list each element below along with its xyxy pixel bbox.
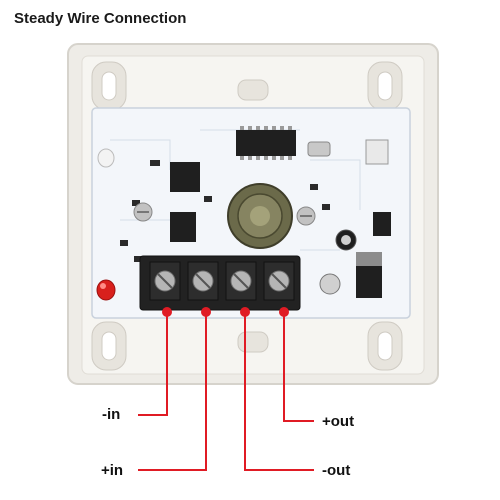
mounting-slot-top-right — [367, 61, 403, 111]
mounting-slot-bottom-left — [91, 321, 127, 371]
mounting-slot-bottom-right — [367, 321, 403, 371]
inductor — [319, 273, 341, 295]
regulator-chip — [356, 266, 382, 298]
wire-pos-out — [283, 312, 314, 422]
mosfet-chip-2 — [170, 212, 196, 242]
page-title: Steady Wire Connection — [14, 10, 187, 27]
label-pos-out: +out — [322, 413, 355, 430]
ic-chip-main — [236, 130, 296, 156]
mounting-tab-bottom — [237, 331, 269, 353]
label-neg-in: -in — [102, 406, 121, 423]
status-led-clear — [97, 148, 115, 168]
terminal-screws — [149, 261, 295, 301]
mounting-tab-top — [237, 79, 269, 101]
ir-receiver — [373, 212, 391, 236]
label-pos-in: +in — [101, 462, 124, 479]
wire-neg-in — [138, 312, 168, 416]
label-neg-out: -out — [322, 462, 351, 479]
mosfet-chip-1 — [170, 162, 200, 192]
mounting-slot-top-left — [91, 61, 127, 111]
crystal-oscillator — [307, 141, 331, 157]
wire-pos-in — [138, 312, 207, 471]
wire-neg-out — [244, 312, 314, 471]
status-led-red — [96, 279, 116, 301]
